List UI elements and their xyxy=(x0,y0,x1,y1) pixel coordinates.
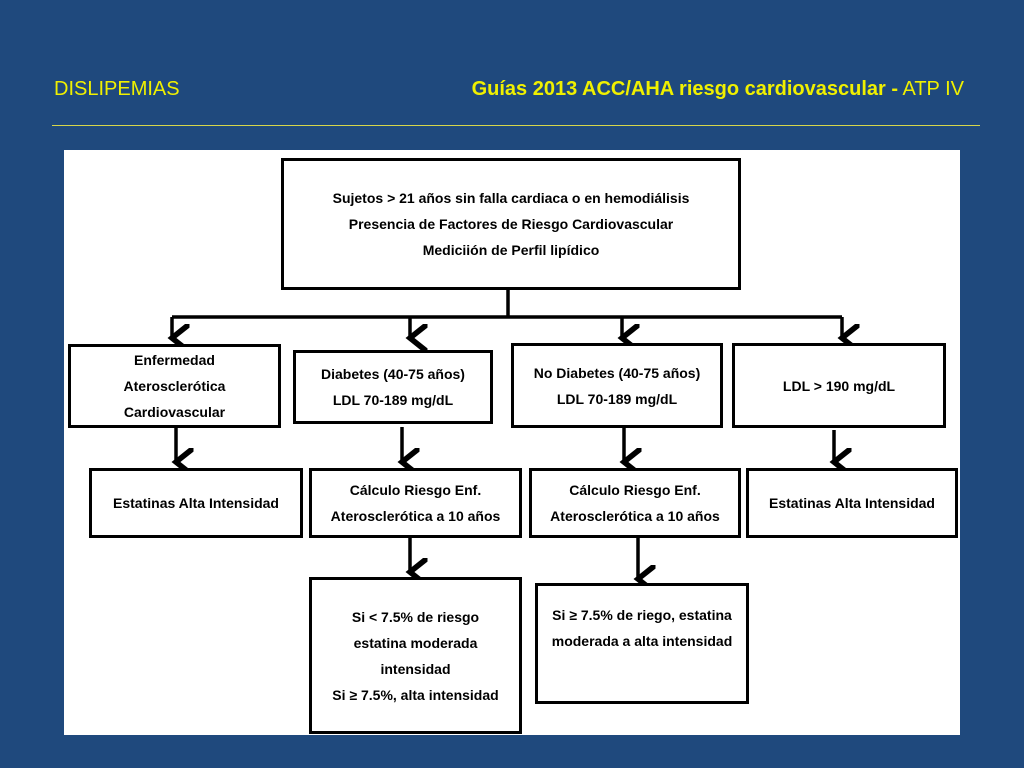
slide-title-bold: Guías 2013 ACC/AHA riesgo cardiovascular… xyxy=(471,78,899,100)
category-line: Aterosclerótica xyxy=(123,378,226,394)
outcome-no-diabetes-box: Si ≥ 7.5% de riego, estatina moderada a … xyxy=(535,583,749,704)
result-line: Aterosclerótica a 10 años xyxy=(330,508,501,524)
criteria-line: Mediciión de Perfil lipídico xyxy=(422,242,600,258)
category-line: LDL 70-189 mg/dL xyxy=(556,390,678,407)
outcome-line: intensidad xyxy=(380,660,451,677)
slide-title: Guías 2013 ACC/AHA riesgo cardiovascular… xyxy=(472,76,964,102)
criteria-line: Presencia de Factores de Riesgo Cardiova… xyxy=(348,216,674,232)
result-statin-high-box-1: Estatinas Alta Intensidad xyxy=(89,468,303,538)
result-line: Cálculo Riesgo Enf. xyxy=(569,482,701,498)
outcome-line: Si < 7.5% de riesgo xyxy=(351,608,480,625)
slide-section-title: DISLIPEMIAS xyxy=(54,78,180,100)
category-line: Diabetes (40-75 años) xyxy=(321,366,465,382)
category-no-diabetes-box: No Diabetes (40-75 años) LDL 70-189 mg/d… xyxy=(511,343,723,428)
category-line: No Diabetes (40-75 años) xyxy=(533,364,701,381)
result-risk-calc-box-2: Cálculo Riesgo Enf. Aterosclerótica a 10… xyxy=(529,468,741,538)
outcome-line: moderada a alta intensidad xyxy=(551,633,733,649)
criteria-box: Sujetos > 21 años sin falla cardiaca o e… xyxy=(281,158,741,290)
category-ascvd-box: Enfermedad Aterosclerótica Cardiovascula… xyxy=(68,344,281,428)
result-statin-high-box-2: Estatinas Alta Intensidad xyxy=(746,468,958,538)
outcome-diabetes-box: Si < 7.5% de riesgo estatina moderada in… xyxy=(309,577,522,734)
category-line: LDL > 190 mg/dL xyxy=(782,377,896,394)
flowchart-panel: Sujetos > 21 años sin falla cardiaca o e… xyxy=(64,150,960,735)
flowchart-connectors xyxy=(64,288,960,735)
category-line: Cardiovascular xyxy=(123,404,226,420)
category-ldl-high-box: LDL > 190 mg/dL xyxy=(732,343,946,428)
result-line: Aterosclerótica a 10 años xyxy=(550,508,720,524)
outcome-line: Si ≥ 7.5% de riego, estatina xyxy=(552,607,732,623)
slide-title-suffix: ATP IV xyxy=(898,78,964,100)
header-divider xyxy=(52,125,980,126)
category-line: Enfermedad xyxy=(134,352,215,368)
result-line: Estatinas Alta Intensidad xyxy=(769,495,935,511)
result-line: Estatinas Alta Intensidad xyxy=(113,495,279,511)
outcome-line: estatina moderada xyxy=(353,634,478,651)
result-line: Cálculo Riesgo Enf. xyxy=(349,482,482,498)
category-diabetes-box: Diabetes (40-75 años) LDL 70-189 mg/dL xyxy=(293,350,493,424)
criteria-line: Sujetos > 21 años sin falla cardiaca o e… xyxy=(332,190,690,206)
result-risk-calc-box-1: Cálculo Riesgo Enf. Aterosclerótica a 10… xyxy=(309,468,522,538)
category-line: LDL 70-189 mg/dL xyxy=(332,392,454,408)
outcome-line: Si ≥ 7.5%, alta intensidad xyxy=(332,686,499,703)
